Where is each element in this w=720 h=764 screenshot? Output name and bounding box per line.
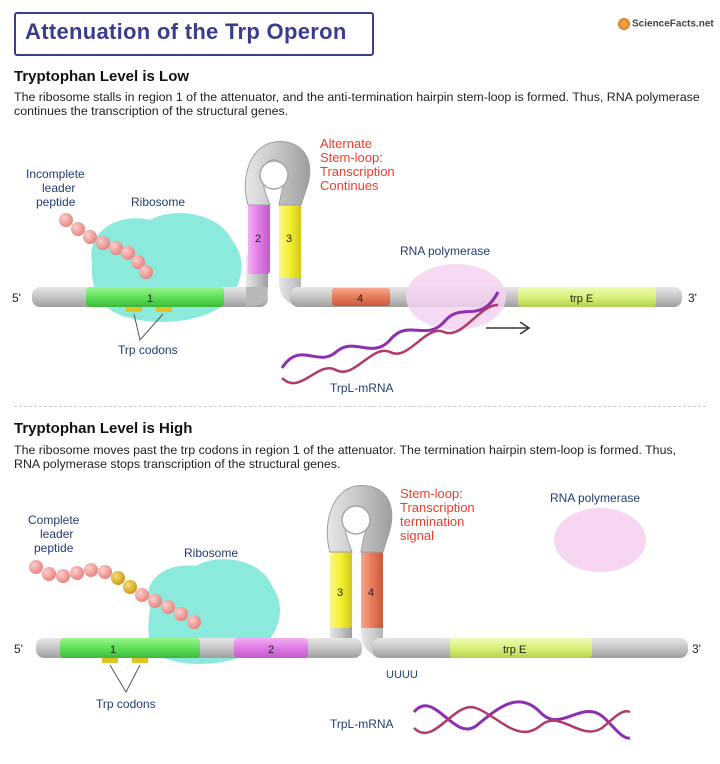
high-description: The ribosome moves past the trp codons i…	[14, 443, 677, 471]
high-peptide-label-2: leader	[40, 527, 73, 541]
low-loop-label-2: Stem-loop:	[320, 150, 383, 165]
low-trp-codon-1	[126, 307, 142, 312]
high-gene-label: trp E	[503, 644, 526, 656]
low-ribosome-label: Ribosome	[131, 195, 185, 209]
high-mrna-label: TrpL-mRNA	[330, 717, 394, 731]
low-region-3	[279, 202, 301, 282]
high-r1-label: 1	[110, 644, 116, 656]
high-region-4	[361, 548, 383, 632]
svg-text:Alternate Stem-loop:: Alternate Stem-loop: Transcription Conti…	[320, 136, 398, 193]
low-r2-label: 2	[255, 233, 261, 245]
low-loop-label-3: Transcription	[320, 164, 395, 179]
high-region-1	[60, 638, 200, 658]
brand-logo-icon	[618, 18, 630, 30]
low-region-4	[332, 288, 390, 306]
high-trpL-mrna-helix	[412, 700, 631, 740]
high-rna-polymerase	[554, 508, 646, 572]
low-trpE-gene	[518, 287, 656, 307]
high-panel: Complete leader peptide Ribosome Stem-lo…	[14, 485, 701, 740]
high-loop-label-2: Transcription	[400, 500, 475, 515]
svg-text:Complete leader pe: Complete leader peptide	[28, 513, 83, 555]
high-loop-label-3: termination	[400, 514, 464, 529]
high-uuuu-label: UUUU	[386, 669, 418, 681]
svg-text:Incomplete leader: Incomplete leader peptide	[26, 167, 88, 209]
brand-text: ScienceFacts.net	[632, 18, 714, 30]
section-divider	[14, 406, 706, 407]
high-trpE-gene	[450, 638, 592, 658]
low-rna-polymerase	[406, 264, 506, 330]
high-r2-label: 2	[268, 644, 274, 656]
low-r3-label: 3	[286, 233, 292, 245]
high-loop-label-1: Stem-loop:	[400, 486, 463, 501]
low-3prime: 3'	[688, 291, 697, 305]
high-trp-codon-1	[102, 658, 118, 663]
brand-logo: ScienceFacts.net	[618, 18, 714, 30]
high-peptide-label-3: peptide	[34, 541, 74, 555]
high-loop-label-4: signal	[400, 528, 434, 543]
low-codons-label: Trp codons	[118, 343, 178, 357]
high-3prime: 3'	[692, 642, 701, 656]
high-ribosome-label: Ribosome	[184, 546, 238, 560]
high-trp-codon-2	[132, 658, 148, 663]
title-box: Attenuation of the Trp Operon	[14, 12, 374, 56]
high-ribosome	[147, 559, 281, 664]
high-heading: Tryptophan Level is High	[14, 420, 193, 437]
low-mrna-label: TrpL-mRNA	[330, 381, 394, 395]
low-heading: Tryptophan Level is Low	[14, 68, 190, 85]
low-loop-label-1: Alternate	[320, 136, 372, 151]
low-trpL-mrna-helix	[280, 291, 500, 385]
low-panel: Incomplete leader peptide Ribosome Alter…	[12, 136, 697, 395]
high-5prime: 5'	[14, 642, 23, 656]
svg-text:Stem-loop: Transcription: Stem-loop: Transcription termination sig…	[400, 486, 478, 543]
low-region-1	[86, 287, 224, 307]
low-loop-label-4: Continues	[320, 178, 379, 193]
high-region-2	[234, 638, 308, 658]
low-region-2	[248, 202, 270, 274]
low-peptide-label-3: peptide	[36, 195, 76, 209]
high-region-3	[330, 548, 352, 628]
low-description: The ribosome stalls in region 1 of the a…	[14, 90, 700, 118]
high-polymerase-label: RNA polymerase	[550, 491, 640, 505]
low-direction-arrow-icon	[519, 321, 531, 335]
low-gene-label: trp E	[570, 293, 593, 305]
low-peptide-label-2: leader	[42, 181, 75, 195]
high-leader-peptide	[29, 560, 201, 629]
low-peptide-label-1: Incomplete	[26, 167, 85, 181]
low-r1-label: 1	[147, 293, 153, 305]
low-trp-codon-2	[156, 307, 172, 312]
high-r4-label: 4	[368, 587, 374, 599]
low-5prime: 5'	[12, 291, 21, 305]
high-r3-label: 3	[337, 587, 343, 599]
low-polymerase-label: RNA polymerase	[400, 244, 490, 258]
low-r4-label: 4	[357, 293, 363, 305]
low-leader-peptide	[59, 213, 153, 279]
page-title: Attenuation of the Trp Operon	[25, 19, 347, 44]
high-codons-label: Trp codons	[96, 697, 156, 711]
high-peptide-label-1: Complete	[28, 513, 80, 527]
